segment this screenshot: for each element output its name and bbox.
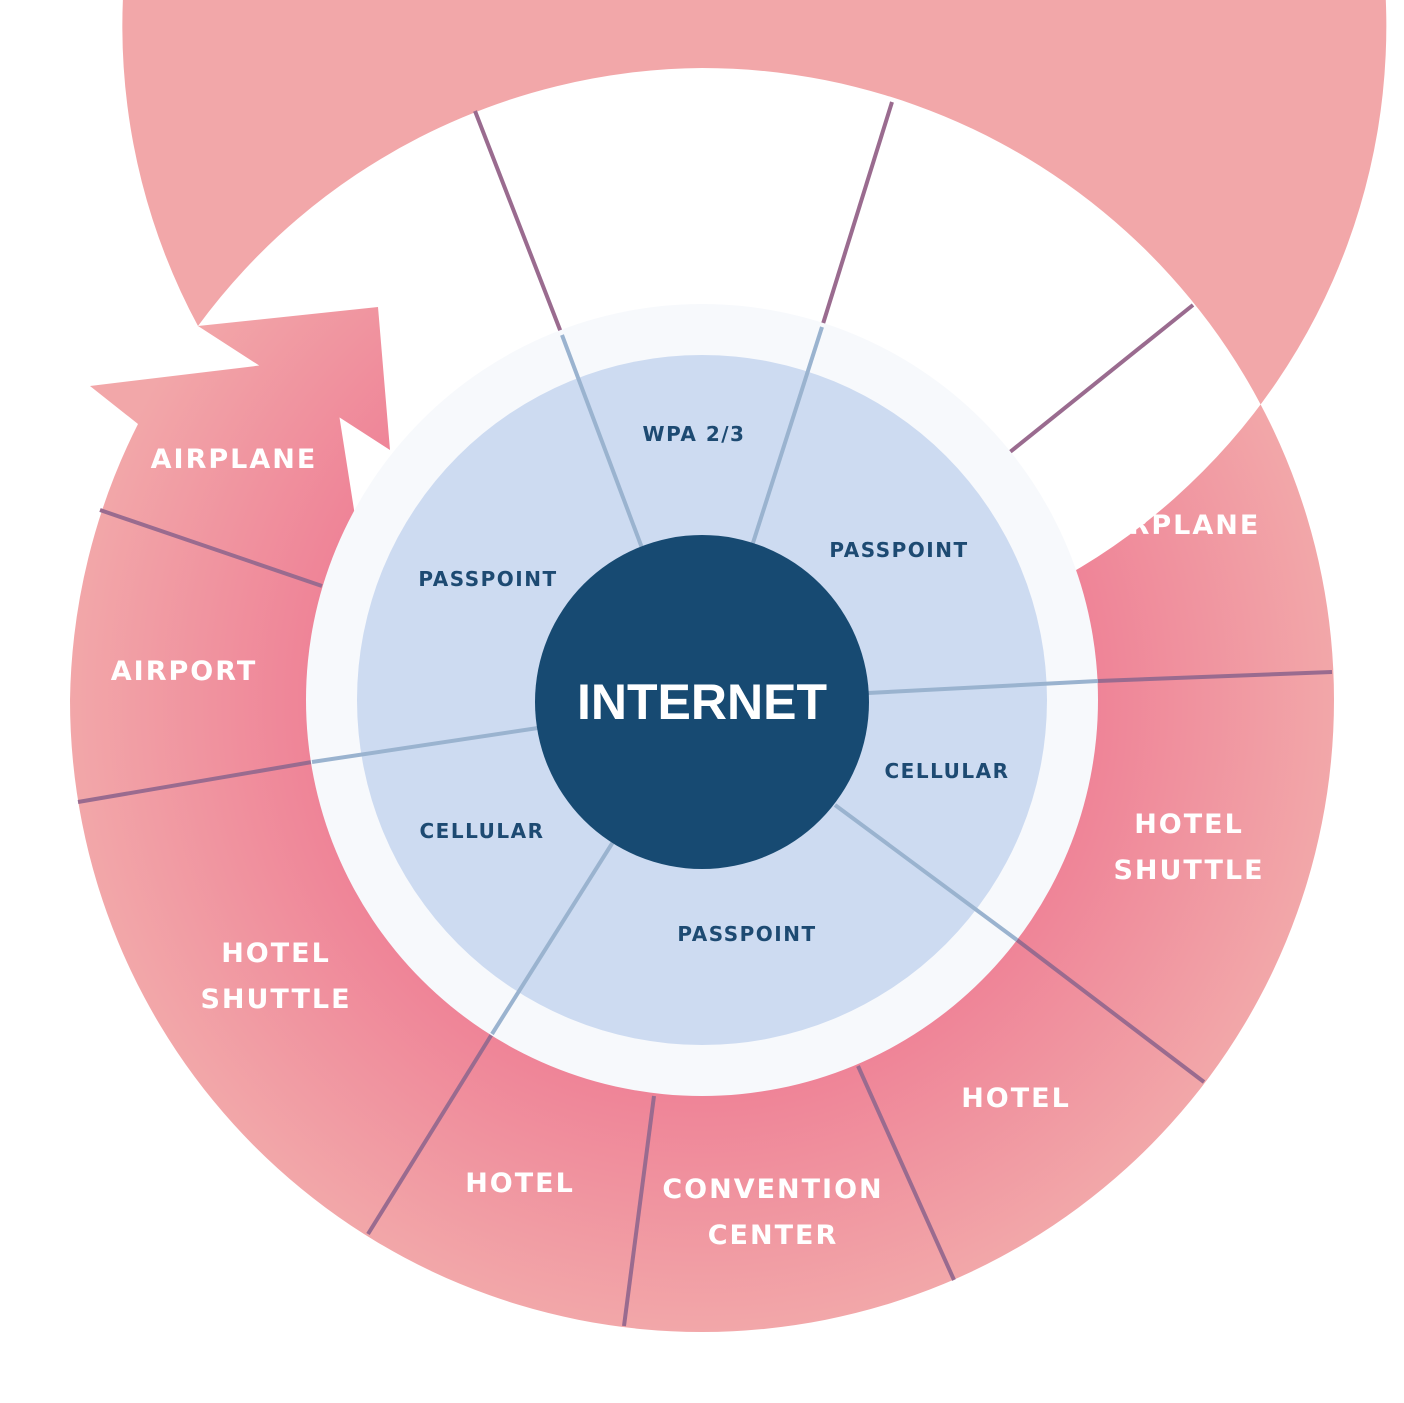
outer-label-hotel-shuttle-right-line1: HOTEL bbox=[1134, 809, 1244, 840]
outer-label-hotel-shuttle-left-line1: HOTEL bbox=[221, 938, 331, 969]
divider-home-left bbox=[473, 110, 564, 336]
divider-home-right bbox=[820, 101, 894, 328]
divider-airport-airplane-left bbox=[99, 508, 323, 588]
outer-labels: HOME AIRPORT AIRPLANE HOTEL SHUTTLE HOTE… bbox=[111, 174, 1264, 1251]
outer-label-convention-center-line2: CENTER bbox=[708, 1220, 839, 1251]
internet-center-circle bbox=[535, 535, 869, 869]
inner-label-passpoint-right: PASSPOINT bbox=[829, 538, 968, 562]
outer-label-airport-left: AIRPORT bbox=[111, 656, 257, 687]
outer-dividers bbox=[77, 101, 1333, 1327]
divider-passpoint-cellular-bottom bbox=[490, 840, 615, 1036]
inner-label-passpoint-bottom: PASSPOINT bbox=[677, 922, 816, 946]
divider-wpa-left bbox=[560, 334, 644, 549]
outer-label-home: HOME bbox=[635, 174, 734, 205]
outer-label-airport-top-left: AIRPORT bbox=[328, 250, 474, 281]
outer-label-airport-top-right: AIRPORT bbox=[917, 273, 1063, 304]
outer-label-hotel-bottom: HOTEL bbox=[465, 1168, 575, 1199]
inner-label-passpoint-left: PASSPOINT bbox=[418, 567, 557, 591]
outer-label-airplane-left: AIRPLANE bbox=[151, 444, 318, 475]
divider-hotel-convention bbox=[856, 1065, 956, 1281]
outer-label-hotel-shuttle-left-line2: SHUTTLE bbox=[200, 984, 351, 1015]
divider-cellular-passpoint-right bbox=[833, 803, 1019, 942]
outer-label-convention-center-line1: CONVENTION bbox=[662, 1174, 883, 1205]
divider-wpa-right bbox=[750, 326, 824, 547]
divider-shuttle-airport-left bbox=[77, 760, 313, 804]
outer-label-hotel-shuttle-right-line2: SHUTTLE bbox=[1113, 855, 1264, 886]
inner-label-wpa: WPA 2/3 bbox=[643, 422, 746, 446]
divider-shuttle-hotel-right bbox=[1015, 938, 1206, 1084]
outer-label-hotel-right: HOTEL bbox=[961, 1083, 1071, 1114]
divider-cellular-passpoint-left bbox=[311, 726, 539, 764]
outer-label-airplane-right: AIRPLANE bbox=[1094, 510, 1261, 541]
inner-labels: WPA 2/3 PASSPOINT CELLULAR PASSPOINT CEL… bbox=[418, 422, 1010, 946]
inner-label-cellular-left: CELLULAR bbox=[420, 819, 545, 843]
internet-label: INTERNET bbox=[577, 674, 827, 730]
divider-airplane-shuttle-right bbox=[1097, 670, 1333, 683]
divider-hotel-shuttle-left bbox=[366, 1032, 494, 1236]
divider-airport-airplane-right bbox=[1008, 303, 1195, 454]
inner-label-cellular-right: CELLULAR bbox=[885, 759, 1010, 783]
divider-passpoint-cellular-right bbox=[867, 679, 1099, 695]
divider-convention-hotel bbox=[622, 1095, 656, 1327]
inner-dividers bbox=[311, 326, 1099, 1036]
